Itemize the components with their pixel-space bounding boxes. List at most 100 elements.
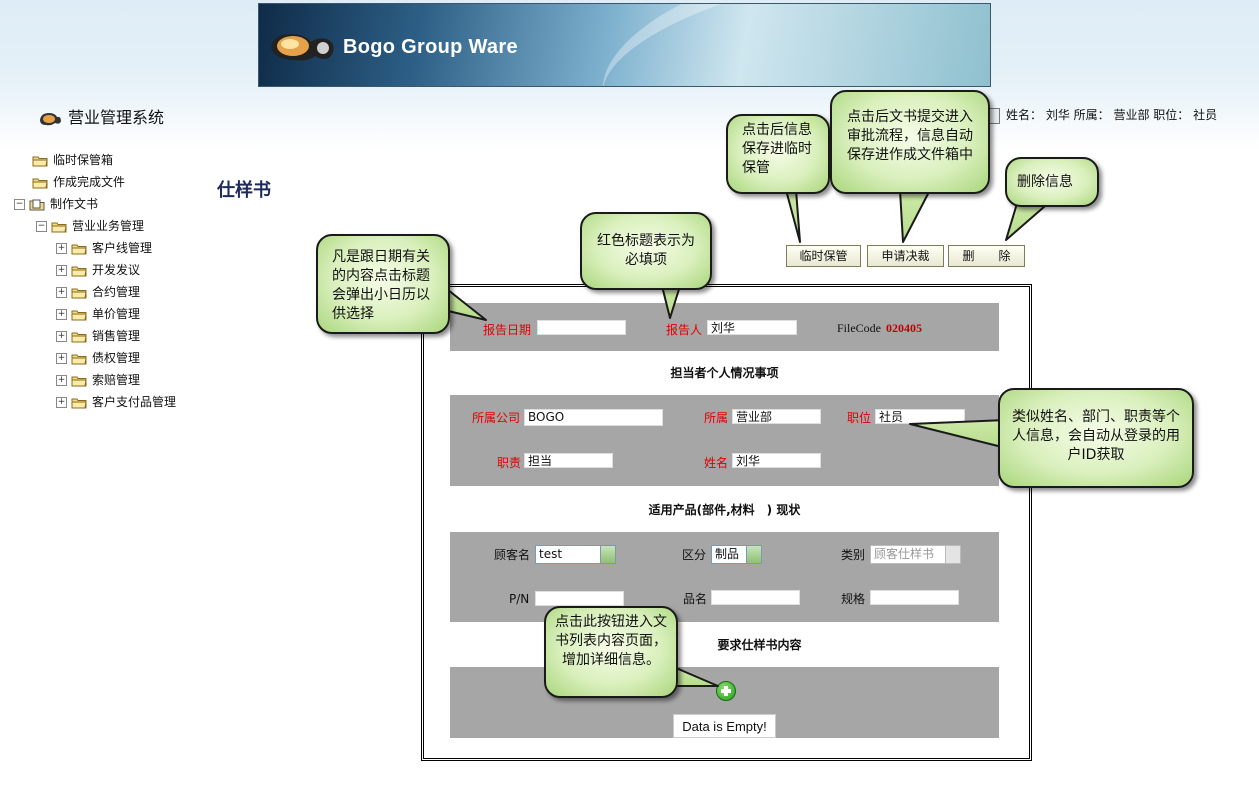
filecode-label: FileCode xyxy=(837,321,881,335)
category-select-value: 顾客仕样书 xyxy=(874,547,935,561)
item-name-label: 品名 xyxy=(683,592,708,606)
tree-item-sales[interactable]: + 销售管理 xyxy=(56,327,140,345)
tree-item-label: 合约管理 xyxy=(92,285,141,299)
collapse-toggle-icon[interactable]: − xyxy=(14,199,25,210)
banner-swoosh xyxy=(585,4,990,86)
tree-item-label: 制作文书 xyxy=(50,197,99,211)
tree-item-label: 客户支付品管理 xyxy=(92,395,177,409)
system-title: 营业管理系统 xyxy=(38,104,164,128)
name-input[interactable]: 刘华 xyxy=(732,453,821,468)
folder-icon xyxy=(71,354,87,364)
dept-label: 所属 xyxy=(704,411,729,425)
submit-approval-button[interactable]: 申请决裁 xyxy=(867,245,944,267)
spec-label: 规格 xyxy=(841,592,866,606)
callout-required: 红色标题表示为必填项 xyxy=(580,212,712,290)
banner-title: Bogo Group Ware xyxy=(343,36,518,58)
page-title: 仕样书 xyxy=(217,180,271,201)
dropdown-arrow-icon xyxy=(600,546,615,563)
pn-input[interactable] xyxy=(535,591,624,606)
goggles-logo-icon xyxy=(271,34,334,61)
empty-data-box: Data is Empty! xyxy=(673,714,776,738)
position-label: 职位 xyxy=(847,411,872,425)
tree-item-label: 开发发议 xyxy=(92,263,141,277)
folder-icon xyxy=(71,288,87,298)
tree-item-customer-supplied[interactable]: + 客户支付品管理 xyxy=(56,393,176,411)
reporter-input[interactable]: 刘华 xyxy=(707,320,797,335)
folder-icon xyxy=(71,244,87,254)
section-product-title: 适用产品(部件,材料 ) 现状 xyxy=(648,503,801,517)
category-label: 类别 xyxy=(841,548,866,562)
pn-label: P/N xyxy=(509,592,530,606)
duty-input[interactable]: 担当 xyxy=(524,453,613,468)
document-folder-icon xyxy=(29,199,45,210)
callout-temp-save: 点击后信息保存进临时保管 xyxy=(726,114,830,194)
spec-input[interactable] xyxy=(870,590,959,605)
division-label: 区分 xyxy=(682,548,707,562)
folder-icon xyxy=(32,156,48,166)
form-frame xyxy=(421,284,1032,761)
tree-item-development[interactable]: + 开发发议 xyxy=(56,261,140,279)
tree-item-label: 作成完成文件 xyxy=(53,175,126,189)
category-select: 顾客仕样书 xyxy=(870,545,961,564)
callout-tail-temp-save xyxy=(785,189,801,243)
system-logo-icon xyxy=(40,112,61,125)
tree-item-receivables[interactable]: + 债权管理 xyxy=(56,349,140,367)
division-select-value: 制品 xyxy=(715,547,740,561)
temp-save-button[interactable]: 临时保管 xyxy=(786,245,861,267)
dept-input[interactable]: 营业部 xyxy=(732,409,821,424)
callout-tail-submit xyxy=(899,189,931,243)
expand-toggle-icon[interactable]: + xyxy=(56,309,67,320)
section-content-title: 要求仕样书内容 xyxy=(717,638,802,652)
folder-icon xyxy=(71,332,87,342)
expand-toggle-icon[interactable]: + xyxy=(56,353,67,364)
tree-item-label: 营业业务管理 xyxy=(72,219,145,233)
customer-select[interactable]: test xyxy=(535,545,616,564)
tree-item-temp-box[interactable]: 临时保管箱 xyxy=(32,151,113,169)
tree-item-unit-price[interactable]: +单价管理 xyxy=(56,305,140,323)
tree-item-make-document[interactable]: − 制作文书 xyxy=(14,195,98,213)
callout-delete: 删除信息 xyxy=(1005,157,1099,207)
folder-icon xyxy=(71,266,87,276)
tree-item-label: 销售管理 xyxy=(92,329,141,343)
banner: Bogo Group Ware xyxy=(258,3,991,87)
tree-item-completed-files[interactable]: 作成完成文件 xyxy=(32,173,125,191)
name-label: 姓名 xyxy=(704,456,729,470)
folder-icon xyxy=(71,398,87,408)
folder-icon xyxy=(32,178,48,188)
expand-toggle-icon[interactable]: + xyxy=(56,287,67,298)
tree-item-customer-line[interactable]: + 客户线管理 xyxy=(56,239,152,257)
user-info-text: 姓名： 刘华 所属： 营业部 职位： 社员 xyxy=(1006,108,1218,122)
expand-toggle-icon[interactable]: + xyxy=(56,375,67,386)
user-info: 姓名： 刘华 所属： 营业部 职位： 社员 xyxy=(986,106,1217,124)
item-name-input[interactable] xyxy=(711,590,800,605)
reporter-label: 报告人 xyxy=(666,323,703,337)
tree-item-label: 临时保管箱 xyxy=(53,153,114,167)
tree-item-business-management[interactable]: − 营业业务管理 xyxy=(36,217,144,235)
folder-open-icon xyxy=(51,222,67,232)
filecode-value: 020405 xyxy=(886,321,922,335)
customer-label: 顾客名 xyxy=(494,548,531,562)
folder-icon xyxy=(71,376,87,386)
report-date-input[interactable] xyxy=(537,320,626,335)
expand-toggle-icon[interactable]: + xyxy=(56,243,67,254)
dropdown-arrow-icon xyxy=(945,546,960,563)
expand-toggle-icon[interactable]: + xyxy=(56,265,67,276)
dropdown-arrow-icon xyxy=(746,546,761,563)
position-input[interactable]: 社员 xyxy=(875,409,965,424)
tree-item-contract[interactable]: + 合约管理 xyxy=(56,283,140,301)
expand-toggle-icon[interactable]: + xyxy=(56,331,67,342)
folder-icon xyxy=(71,310,87,320)
delete-button[interactable]: 删 除 xyxy=(948,245,1025,267)
expand-toggle-icon[interactable]: + xyxy=(56,397,67,408)
section-personal-title: 担当者个人情况事项 xyxy=(670,366,779,380)
system-title-text: 营业管理系统 xyxy=(68,108,165,127)
division-select[interactable]: 制品 xyxy=(711,545,762,564)
add-plus-icon[interactable] xyxy=(716,681,736,701)
collapse-toggle-icon[interactable]: − xyxy=(36,221,47,232)
company-input[interactable]: BOGO xyxy=(524,409,663,426)
tree-item-label: 债权管理 xyxy=(92,351,141,365)
tree-item-label: 客户线管理 xyxy=(92,241,153,255)
report-date-label[interactable]: 报告日期 xyxy=(483,323,532,337)
tree-item-claims[interactable]: +索赔管理 xyxy=(56,371,140,389)
company-label: 所属公司 xyxy=(472,411,521,425)
